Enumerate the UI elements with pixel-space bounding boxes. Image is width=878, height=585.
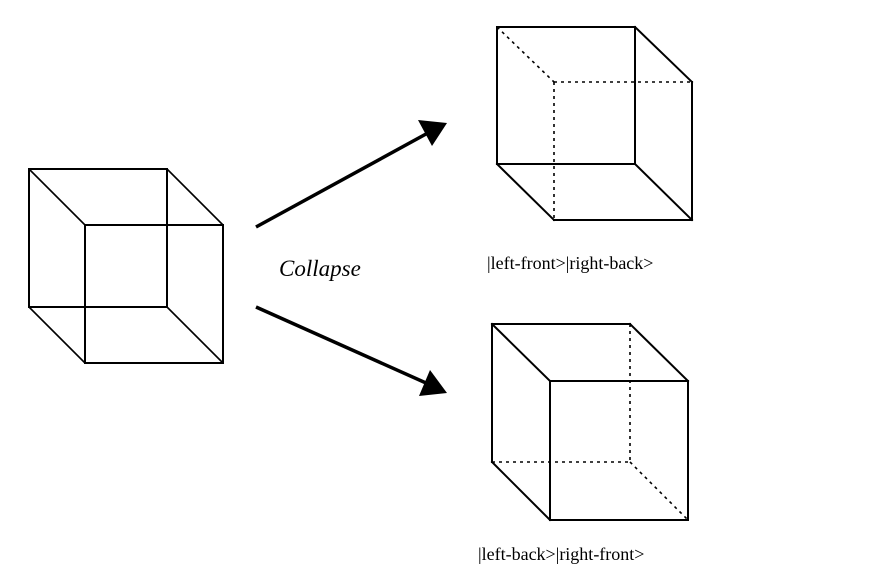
collapse-label: Collapse	[279, 256, 361, 281]
state-label-left-front-right-back: |left-front>|right-back>	[487, 253, 653, 273]
arrow-up-right	[255, 120, 447, 229]
state-label-left-back-right-front: |left-back>|right-front>	[478, 544, 644, 564]
cube-left-front-right-back	[495, 25, 694, 222]
arrow-down-right	[255, 305, 447, 396]
cube-left-back-right-front	[490, 322, 690, 522]
ambiguous-necker-cube	[28, 168, 224, 364]
